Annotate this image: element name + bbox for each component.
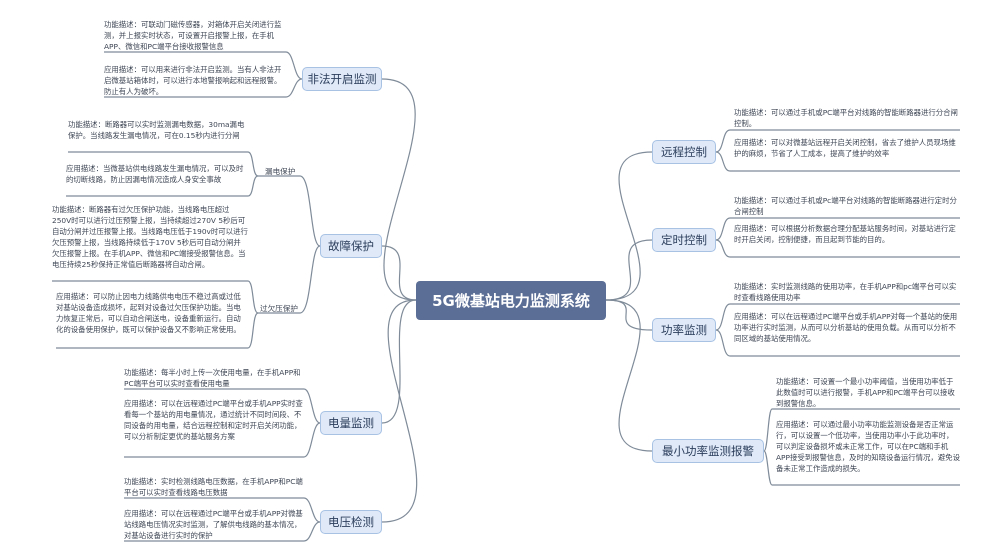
note-power-application: 应用描述：可以在远程通过PC端平台或手机APP对每一个基站的使用功率进行实时监测… [734,312,958,343]
note-voltage-function: 功能描述：断路器有过欠压保护功能，当线路电压超过250V时可以进行过压预警上报，… [52,205,248,269]
branch-energy[interactable]: 电量监测 [320,411,382,435]
branch-voltage-detect[interactable]: 电压检测 [320,510,382,534]
note-remote-application: 应用描述：可以对微基站远程开启关闭控制，省去了维护人员现场维护的麻烦，节省了人工… [734,138,956,158]
central-topic[interactable]: 5G微基站电力监测系统 [416,281,606,320]
branch-illegal-open[interactable]: 非法开启监测 [302,67,382,91]
note-voltage-detect-function: 功能描述：实时检测线路电压数据，在手机APP和PC端平台可以实时查看线路电压数据 [124,477,303,497]
branch-remote-control[interactable]: 远程控制 [652,140,716,164]
note-min-power-application: 应用描述：可以通过最小功率功能监测设备是否正常运行，可以设置一个低功率，当使用功… [776,420,960,473]
note-remote-function: 功能描述：可以通过手机或PC端平台对线路的智能断路器进行分合闸控制。 [734,108,958,128]
note-illegal-open-function: 功能描述：可联动门磁传感器，对箱体开启关闭进行监测，并上报实时状态，可设置开启报… [104,20,282,51]
note-timer-function: 功能描述：可以通过手机或Pc端平台对线路的智能断路器进行定时分合闸控制 [734,196,957,216]
note-voltage-application: 应用描述：可以防止因电力线路供电电压不稳过高或过低对基站设备造成损坏，起到对设备… [56,292,241,334]
note-illegal-open-application: 应用描述：可以用来进行非法开启监测。当有人非法开启微基站箱体时，可以进行本地警报… [104,65,282,96]
branch-timer-control[interactable]: 定时控制 [652,228,716,252]
note-min-power-function: 功能描述：可设置一个最小功率阈值，当使用功率低于此数值时可以进行报警，手机APP… [776,377,955,408]
note-leakage-application: 应用描述：当微基站供电线路发生漏电情况，可以及时的切断线路，防止因漏电情况造成人… [66,164,244,184]
branch-min-power-alarm[interactable]: 最小功率监测报警 [652,439,764,463]
note-voltage-detect-application: 应用描述：可以在远程通过PC端平台或手机APP对微基站线路电压情况实时监测，了解… [124,509,303,540]
sub-voltage-protect[interactable]: 过欠压保护 [260,304,298,313]
note-energy-application: 应用描述：可以在远程通过PC端平台或手机APP实时查看每一个基站的用电量情况，通… [124,399,303,441]
branch-fault-protect[interactable]: 故障保护 [320,234,382,258]
note-timer-application: 应用描述：可以根据分析数据合理分配基站服务时间，对基站进行定时开启关闭，控制便捷… [734,224,956,244]
branch-power-monitor[interactable]: 功率监测 [652,318,716,342]
note-energy-function: 功能描述：每半小时上传一次使用电量，在手机APP和PC端平台可以实时查看使用电量 [124,368,301,388]
note-leakage-function: 功能描述：断路器可以实时监测漏电数据，30ma漏电保护。当线路发生漏电情况，可在… [68,120,245,140]
sub-leakage-protect[interactable]: 漏电保护 [265,167,296,176]
note-power-function: 功能描述：实时监测线路的使用功率，在手机APP和pc端平台可以实时查看线路使用功… [734,282,957,302]
